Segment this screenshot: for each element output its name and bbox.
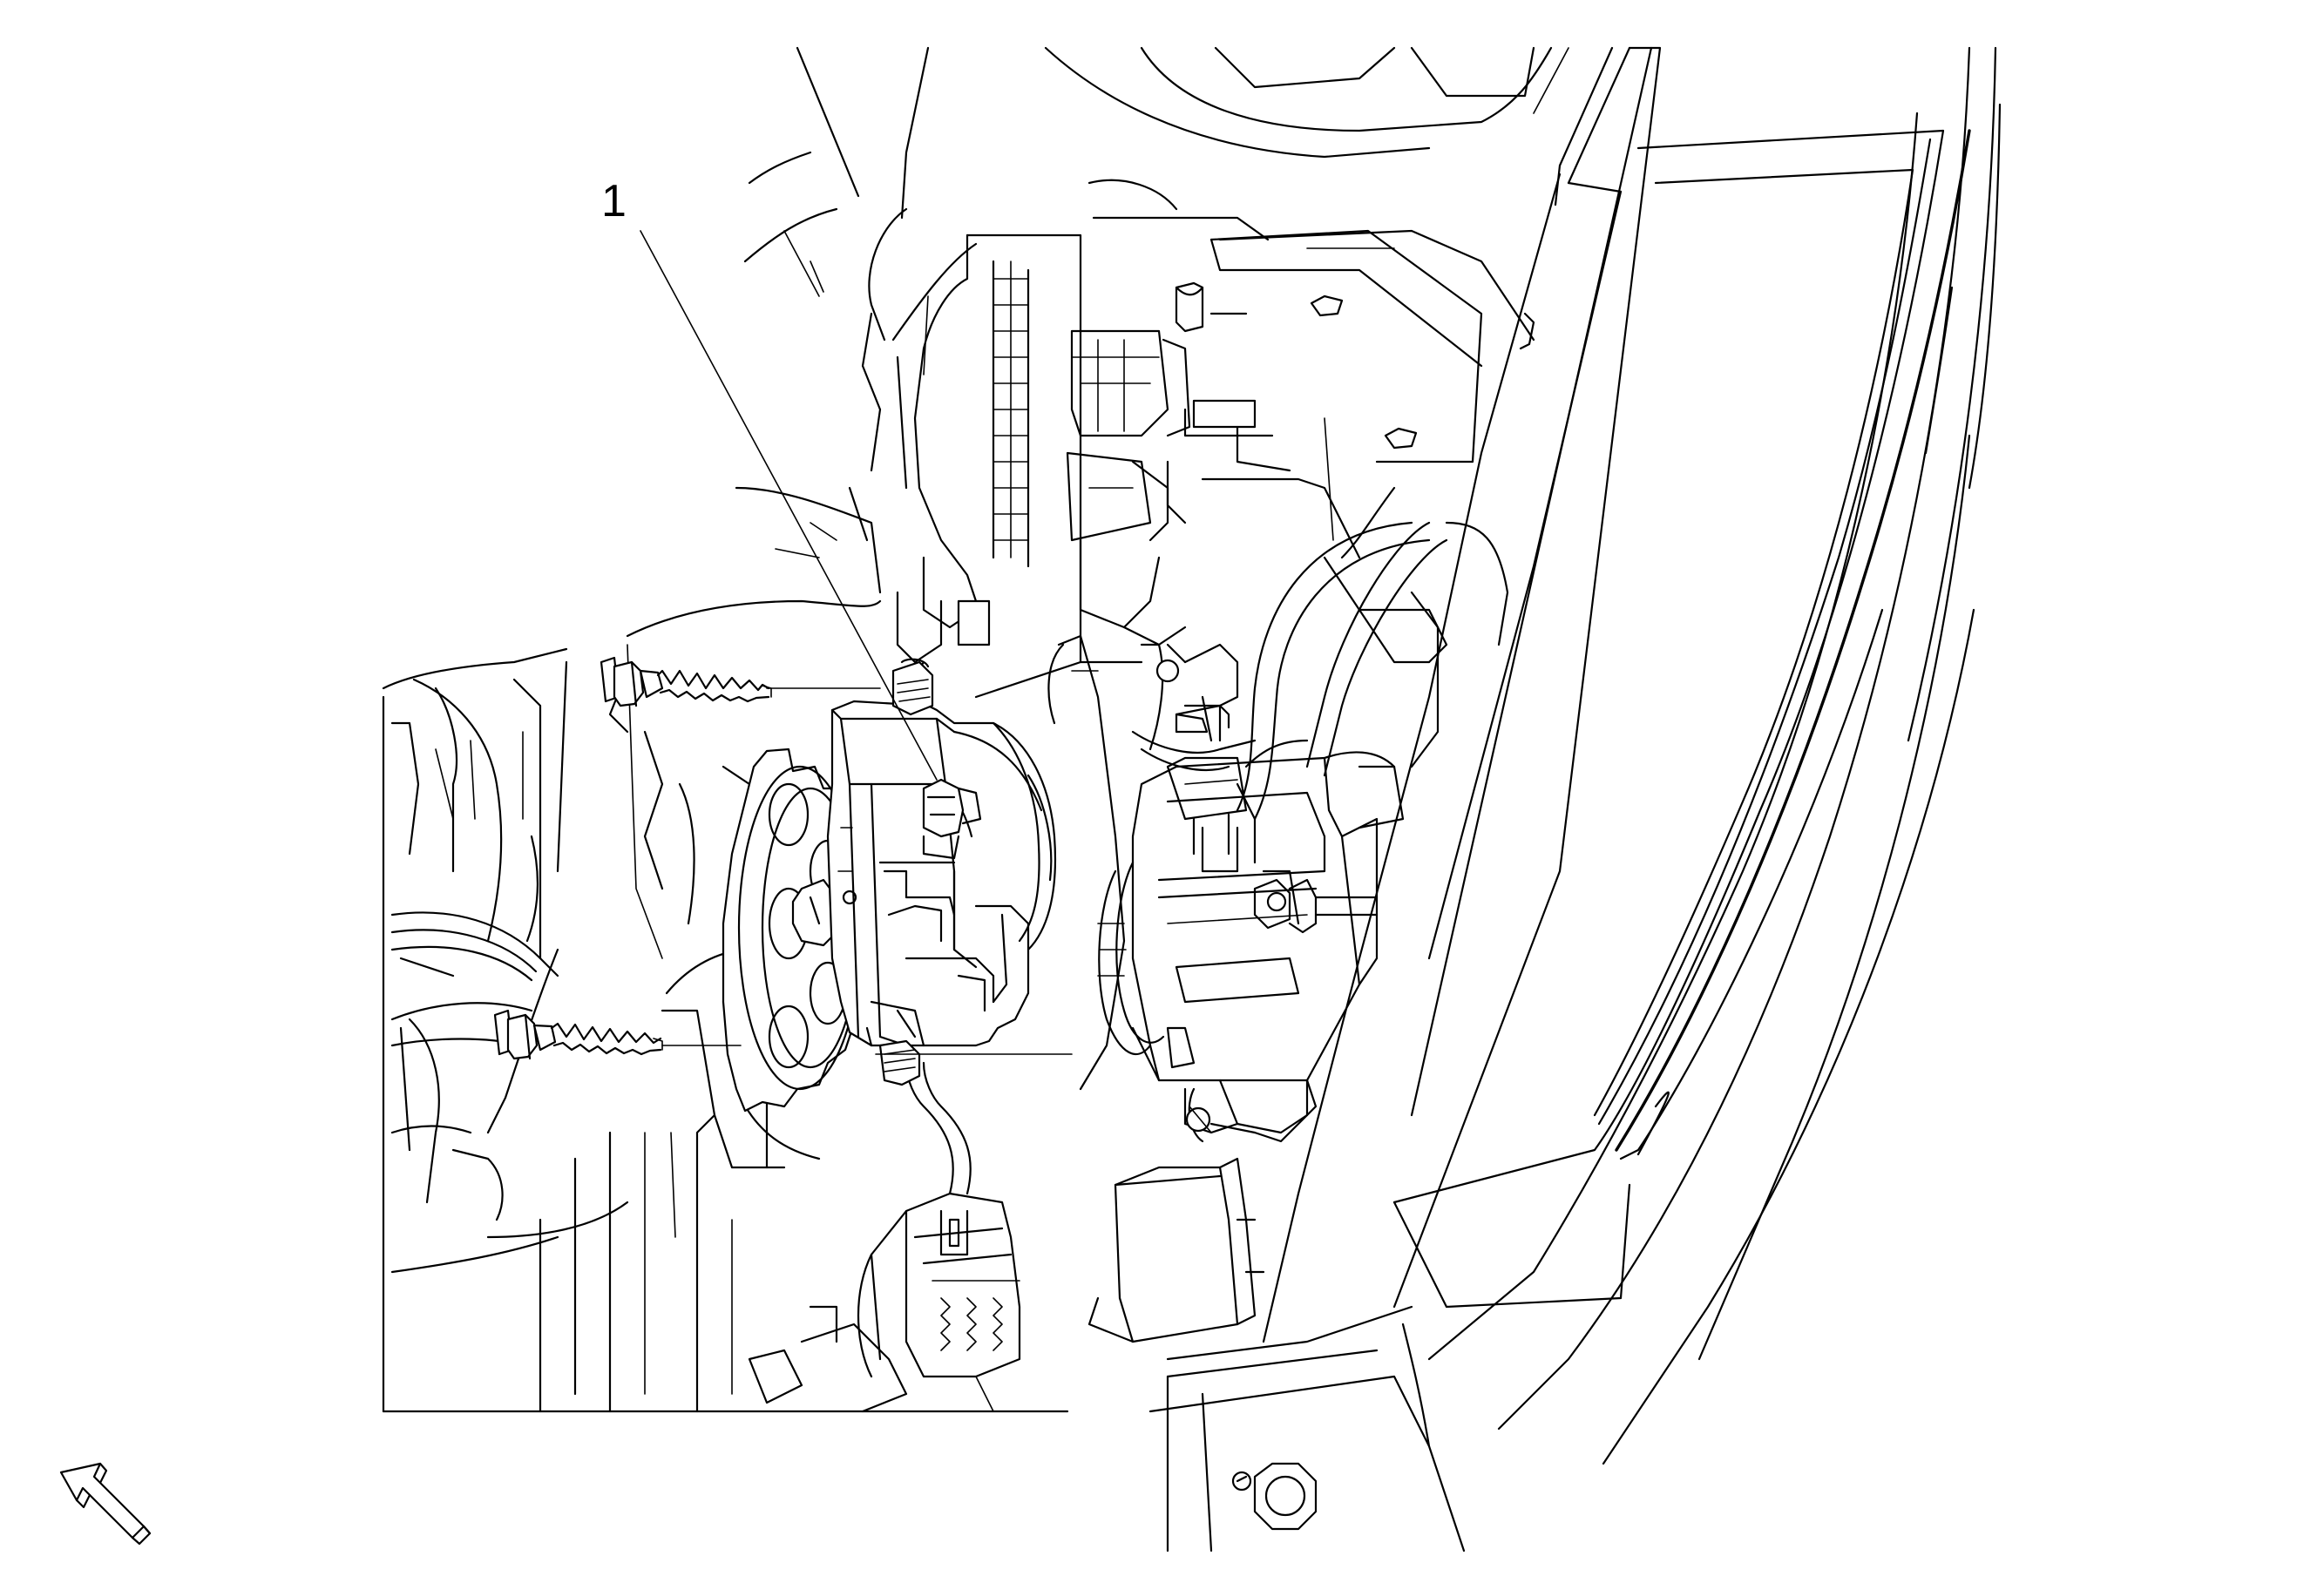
right-housing-plate — [1166, 229, 1535, 559]
electrical-connector — [748, 1061, 1021, 1413]
side-panel — [1148, 46, 2002, 1553]
upper-actuator — [1066, 329, 1191, 646]
wire-harness — [1079, 486, 1509, 821]
actuator — [722, 658, 1057, 1113]
right-actuator-assembly — [1047, 634, 1405, 1143]
door-gear-quadrant — [896, 233, 1082, 699]
callout-1: 1 — [601, 176, 938, 781]
front-direction-arrow-icon — [59, 1462, 152, 1546]
lower-block — [1087, 1157, 1318, 1531]
upper-screw — [600, 656, 881, 707]
lower-screw — [493, 1009, 1073, 1060]
callout-1-label: 1 — [601, 176, 627, 227]
